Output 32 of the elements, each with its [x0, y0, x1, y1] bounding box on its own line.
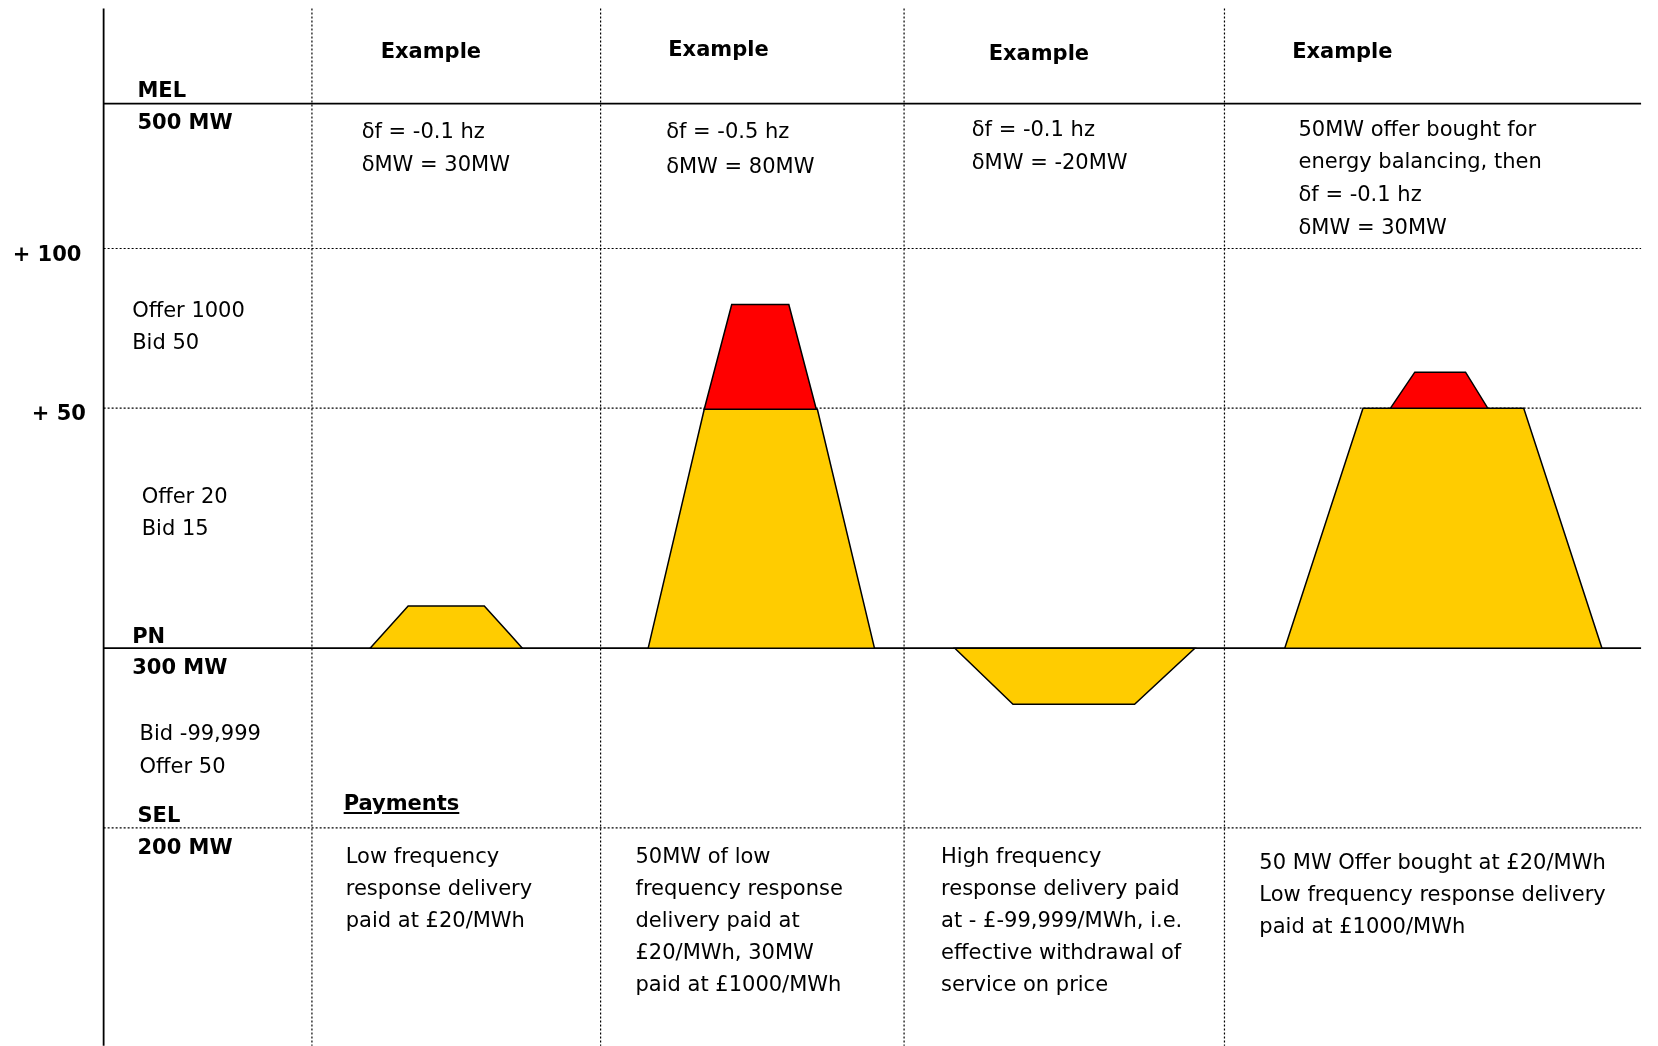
column-heading: Example — [668, 35, 769, 63]
power-change-text: δMW = 30MW — [1298, 214, 1447, 242]
payment-text: Low frequency response delivery paid at £1000/MWh — [1259, 880, 1607, 940]
payment-text: Low frequency response delivery paid at £20/MWh — [345, 842, 534, 934]
power-change-text: δMW = 80MW — [666, 153, 815, 181]
power-change-text: δMW = -20MW — [971, 148, 1128, 176]
price-text: Bid -99,999 — [139, 719, 261, 747]
axis-label: PN — [132, 622, 166, 650]
payment-text: 50MW of low frequency response delivery paid at £20/MWh, 30MW paid at £1000/MWh — [635, 842, 844, 998]
power-change-text: δMW = 30MW — [361, 151, 510, 179]
frequency-deviation-text: δf = -0.5 hz — [666, 118, 790, 146]
column-heading: Example — [1292, 37, 1393, 65]
price-text: Bid 15 — [141, 514, 209, 542]
price-text: Offer 20 — [141, 483, 228, 511]
axis-label: MEL — [137, 77, 187, 104]
frequency-deviation-text: δf = -0.1 hz — [971, 116, 1095, 144]
price-text: Offer 50 — [139, 752, 226, 780]
axis-label: 200 MW — [137, 834, 233, 862]
price-text: Offer 1000 — [132, 296, 245, 324]
axis-label: 500 MW — [137, 108, 233, 136]
frequency-deviation-text: δf = -0.1 hz — [361, 118, 485, 146]
column-heading: Example — [988, 40, 1090, 67]
axis-label: + 50 — [31, 399, 86, 427]
column-heading: Example — [380, 37, 482, 65]
payment-text: High frequency response delivery paid at - £-99,999/MWh, i.e. effective withdrawal of service on price — [941, 842, 1184, 998]
section-heading: Payments — [343, 789, 460, 817]
payment-text: 50 MW Offer bought at £20/MWh — [1259, 848, 1606, 876]
frequency-deviation-text: δf = -0.1 hz — [1298, 180, 1422, 208]
axis-label: + 100 — [12, 240, 82, 268]
price-text: Bid 50 — [132, 328, 200, 356]
axis-label: SEL — [137, 802, 181, 830]
axis-label: 300 MW — [132, 654, 228, 682]
